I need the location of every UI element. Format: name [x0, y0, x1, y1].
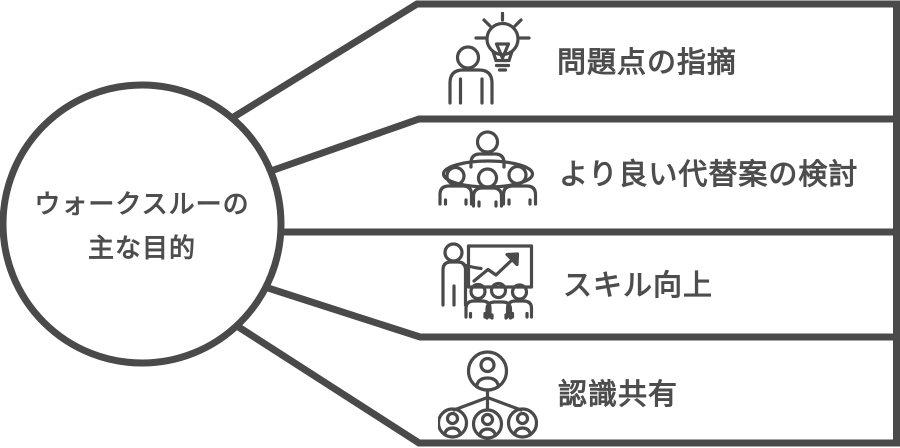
person-lightbulb-icon — [448, 12, 531, 105]
item-label-3: スキル向上 — [563, 270, 714, 302]
center-circle-outline — [0, 81, 285, 367]
presentation-chart-icon — [441, 242, 534, 320]
item-label-4: 認識共有 — [558, 379, 679, 411]
banner4-bottom-border — [235, 323, 900, 447]
center-title: ウォークスルーの 主な目的 — [0, 182, 284, 270]
banner3-4-border — [266, 284, 900, 341]
item-label-1: 問題点の指摘 — [557, 47, 738, 79]
item-label-2: より良い代替案の検討 — [559, 159, 859, 191]
meeting-table-icon — [438, 130, 538, 208]
org-chart-share-icon — [438, 350, 538, 440]
banner1-2-border — [266, 115, 900, 176]
center-title-line2: 主な目的 — [87, 233, 196, 263]
banner1-top-border — [230, 0, 900, 121]
center-title-line1: ウォークスルーの — [34, 189, 250, 219]
